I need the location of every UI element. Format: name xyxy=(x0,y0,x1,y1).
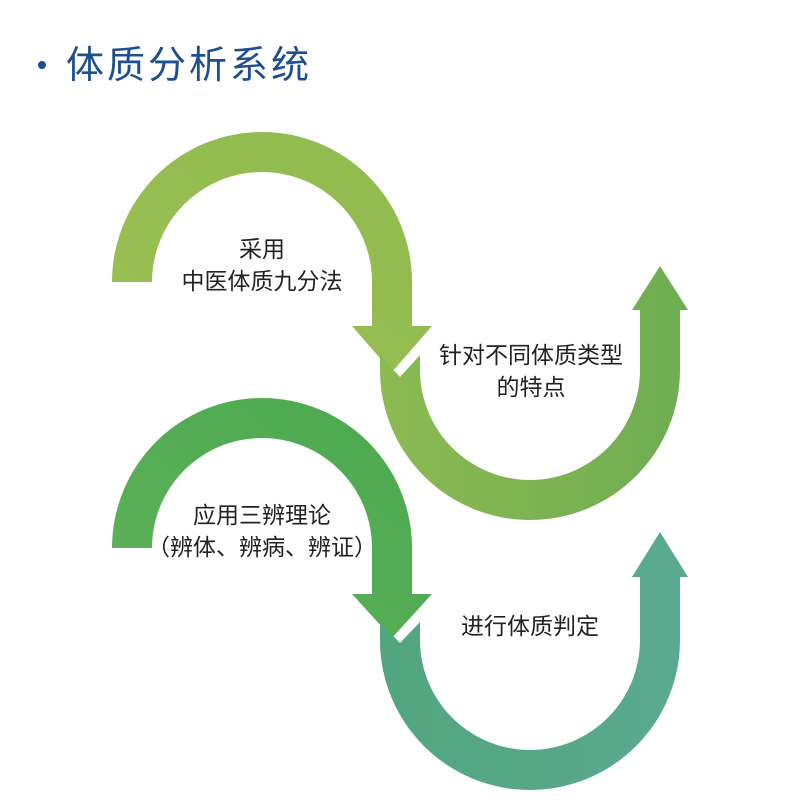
arc-3 xyxy=(112,398,432,638)
step-3-label: 应用三辨理论 （辨体、辨病、辨证） xyxy=(142,500,382,564)
step-4-label: 进行体质判定 xyxy=(430,611,630,643)
arc-1 xyxy=(112,132,432,372)
step-2-label: 针对不同体质类型 的特点 xyxy=(420,340,642,404)
step-2-line-2: 的特点 xyxy=(496,375,566,401)
title-bullet xyxy=(38,61,46,69)
step-3-line-1: 应用三辨理论 xyxy=(193,503,331,529)
step-1-line-2: 中医体质九分法 xyxy=(181,269,343,295)
step-4-line-1: 进行体质判定 xyxy=(461,614,599,640)
arc-4 xyxy=(380,532,688,790)
step-1-label: 采用 中医体质九分法 xyxy=(150,234,374,298)
page-title: 体质分析系统 xyxy=(38,40,312,90)
title-text: 体质分析系统 xyxy=(66,43,313,87)
arc-2 xyxy=(380,266,688,520)
step-1-line-1: 采用 xyxy=(239,237,285,263)
step-3-line-2: （辨体、辨病、辨证） xyxy=(147,535,377,561)
step-2-line-1: 针对不同体质类型 xyxy=(439,343,623,369)
